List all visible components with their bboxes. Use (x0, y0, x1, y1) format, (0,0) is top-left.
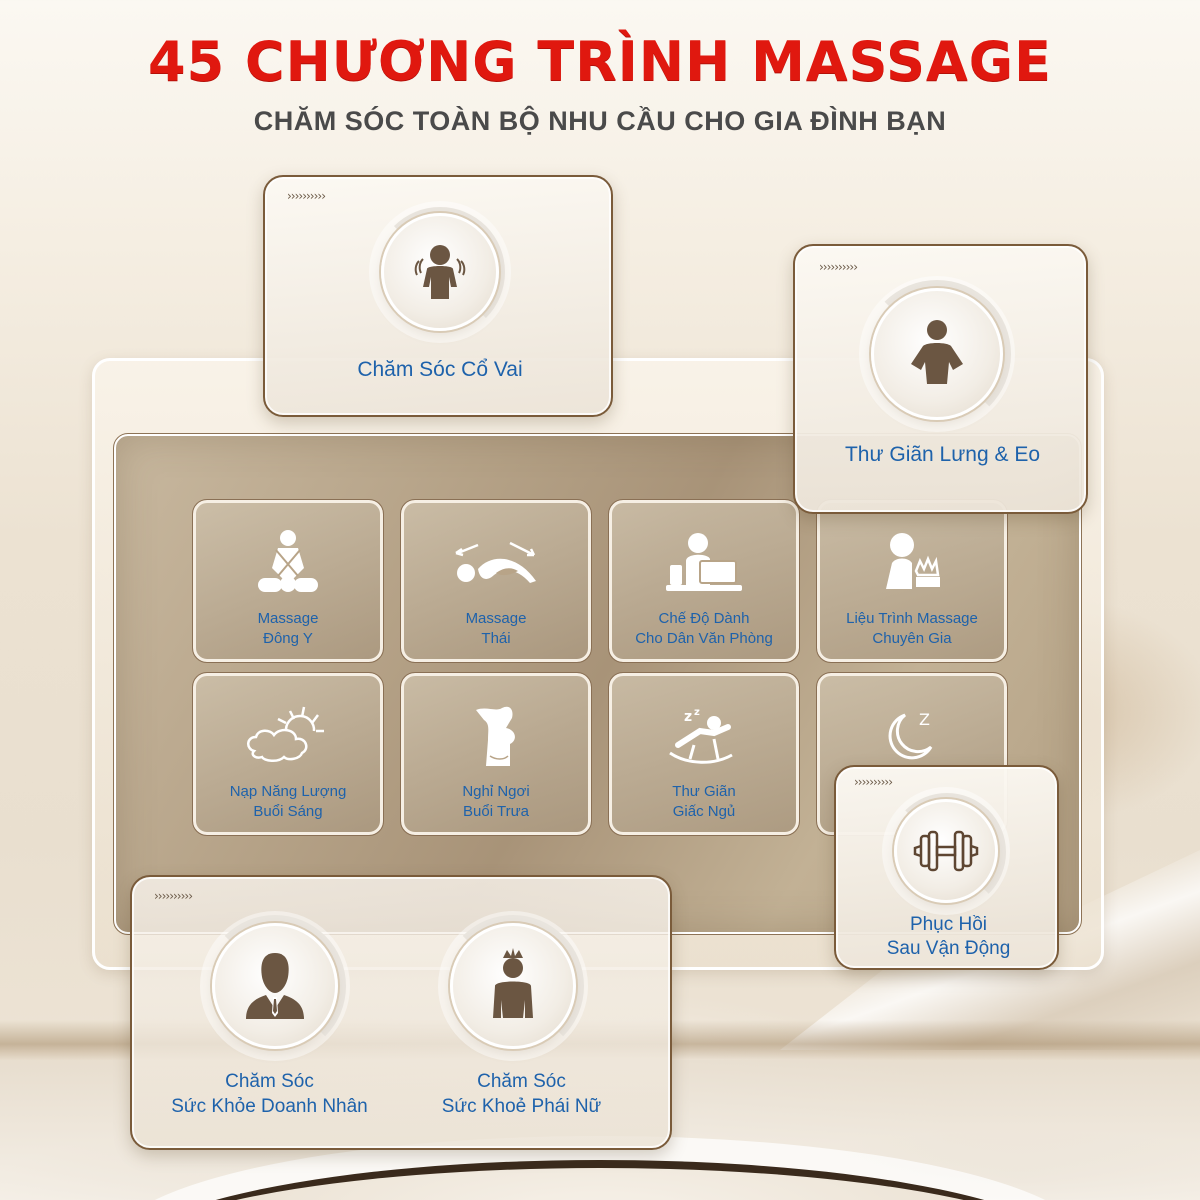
chevrons-decoration: ›››››››››› (819, 260, 858, 274)
page-subtitle: CHĂM SÓC TOÀN BỘ NHU CẦU CHO GIA ĐÌNH BẠ… (253, 106, 947, 136)
icon-ring (450, 923, 576, 1049)
person-shoulder-vibration-icon (414, 245, 466, 299)
progress-arc (888, 793, 1006, 911)
businessman-icon (246, 953, 304, 1019)
svg-text:Z: Z (919, 710, 930, 729)
svg-text:z: z (694, 707, 700, 718)
progress-arc (204, 915, 346, 1057)
card-label: Chăm Sóc Cổ Vai (357, 358, 523, 381)
chevrons-decoration: ›››››››››› (154, 889, 193, 903)
chevrons-decoration: ›››››››››› (854, 775, 893, 789)
featured-card-back-waist[interactable]: ›››››››››› Thư Giãn Lưng & Eo (793, 244, 1088, 514)
expert-massage-icon (864, 525, 960, 601)
icon-ring (871, 288, 1003, 420)
svg-text:z: z (684, 709, 692, 725)
featured-card-neck-shoulder[interactable]: ›››››››››› Chăm Sóc Cổ Vai (263, 175, 613, 417)
page-title: 45 CHƯƠNG TRÌNH MASSAGE (148, 30, 1052, 93)
progress-arc (375, 207, 505, 337)
acupressure-figure-icon (240, 525, 336, 601)
moon-sleep-icon: Z (864, 698, 960, 774)
icon-ring (894, 799, 998, 903)
icon-ring (381, 213, 499, 331)
office-worker-icon (656, 525, 752, 601)
sun-cloud-icon (240, 698, 336, 774)
icon-ring (212, 923, 338, 1049)
neck-stretch-icon (448, 698, 544, 774)
card-label: Thư Giãn Lưng & Eo (844, 443, 1041, 466)
thai-stretch-icon (448, 525, 544, 601)
person-hands-on-hips-icon (911, 320, 963, 384)
woman-crown-icon (493, 948, 533, 1018)
dumbbell-icon (913, 830, 979, 872)
progress-arc (442, 915, 584, 1057)
chevrons-decoration: ›››››››››› (287, 189, 326, 203)
progress-arc (863, 280, 1011, 428)
